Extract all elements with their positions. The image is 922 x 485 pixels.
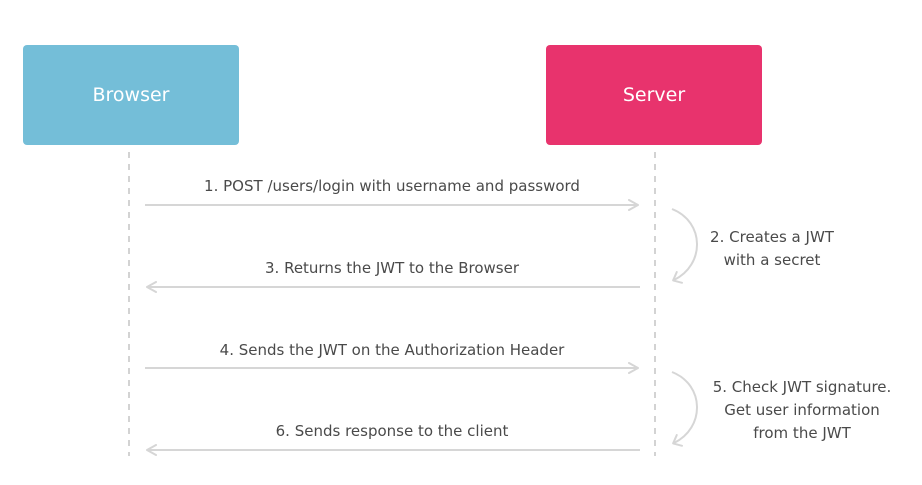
message-4-label: 4. Sends the JWT on the Authorization He…	[219, 341, 565, 359]
note-2-line-1: 5. Check JWT signature.	[712, 378, 892, 396]
message-3-label: 3. Returns the JWT to the Browser	[264, 259, 520, 277]
note-create-jwt: 2. Creates a JWT with a secret	[710, 226, 834, 272]
note-2-line-2: Get user information	[724, 401, 880, 419]
browser-label: Browser	[92, 84, 170, 106]
message-1-label: 1. POST /users/login with username and p…	[204, 177, 580, 195]
server-label: Server	[622, 84, 686, 106]
note-check-signature: 5. Check JWT signature. Get user informa…	[713, 376, 892, 445]
server-participant-box: Server	[546, 45, 762, 145]
message-6-label: 6. Sends response to the client	[275, 422, 509, 440]
note-1-line-1: 2. Creates a JWT	[710, 228, 834, 246]
note-2-line-3: from the JWT	[753, 424, 851, 442]
browser-participant-box: Browser	[23, 45, 239, 145]
note-1-line-2: with a secret	[723, 251, 821, 269]
self-process-arrow-1	[671, 208, 698, 284]
self-process-arrow-2	[671, 371, 698, 447]
